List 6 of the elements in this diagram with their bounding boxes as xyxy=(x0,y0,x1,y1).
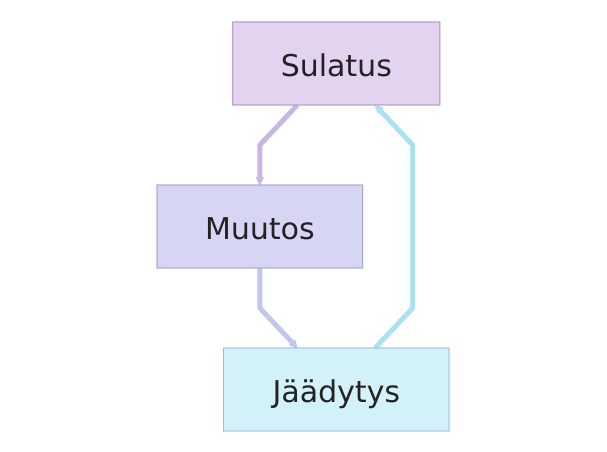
arrow xyxy=(258,268,298,348)
node-box: Sulatus xyxy=(232,21,441,105)
arrow xyxy=(374,104,416,350)
node-box: Jäädytys xyxy=(223,347,450,431)
node-box: Muutos xyxy=(157,184,364,268)
arrow xyxy=(256,102,300,185)
